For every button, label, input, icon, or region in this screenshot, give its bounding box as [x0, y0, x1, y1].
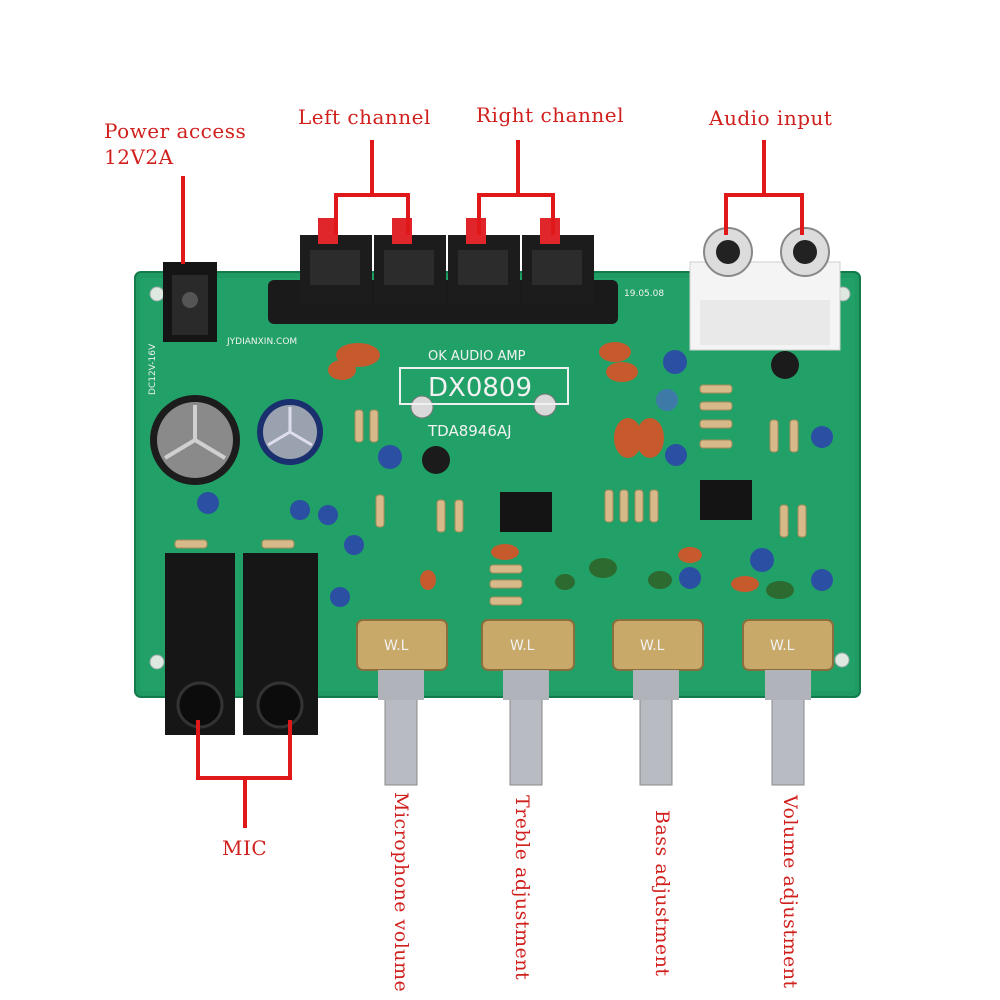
power-rating-label: 12V2A: [104, 145, 174, 169]
pot-marking: W.L: [640, 638, 665, 654]
pot-marking: W.L: [384, 638, 409, 654]
screw: [410, 395, 434, 419]
right-channel-label: Right channel: [476, 103, 625, 127]
ceramic-capacitors: [328, 342, 759, 592]
left-channel-leg: [334, 193, 338, 235]
left-channel-stem: [370, 140, 374, 195]
power-jack: [163, 262, 217, 342]
audio-input-label: Audio input: [709, 106, 833, 130]
board-website: JYDIANXIN.COM: [226, 337, 297, 347]
speaker-terminal-block: [268, 218, 618, 324]
mic-volume-label: Microphone volume: [390, 792, 412, 993]
small-capacitors: [197, 350, 833, 607]
right-channel-leg: [551, 193, 555, 235]
mic-leg: [196, 720, 200, 778]
treble-adjustment-label: Treble adjustment: [511, 795, 533, 981]
resistors: [174, 384, 807, 606]
mic-stem: [243, 776, 247, 828]
volume-adjustment-label: Volume adjustment: [779, 795, 801, 989]
board-power-rating: DC12V-16V: [148, 343, 158, 395]
power-access-label: Power access: [104, 119, 247, 143]
right-channel-leg: [477, 193, 481, 235]
mic-leg: [288, 720, 292, 778]
board-subtitle: OK AUDIO AMP: [428, 349, 526, 364]
board-model: DX0809: [428, 373, 532, 403]
pot-marking: W.L: [510, 638, 535, 654]
mic-label: MIC: [222, 836, 268, 860]
filter-capacitors: [150, 395, 323, 485]
right-channel-stem: [516, 140, 520, 195]
rca-input-block: [689, 227, 841, 351]
audio-input-bar: [724, 193, 804, 197]
mic-jacks: [165, 553, 318, 735]
right-channel-bar: [477, 193, 555, 197]
audio-input-leg: [800, 193, 804, 235]
left-channel-bar: [334, 193, 410, 197]
board-chip: TDA8946AJ: [427, 422, 512, 440]
board-date: 19.05.08: [624, 289, 664, 299]
potentiometers: [356, 619, 834, 786]
audio-input-leg: [724, 193, 728, 235]
bass-adjustment-label: Bass adjustment: [651, 810, 673, 977]
ic-chips: [500, 480, 752, 532]
audio-input-stem: [762, 140, 766, 195]
pot-marking: W.L: [770, 638, 795, 654]
left-channel-label: Left channel: [298, 105, 431, 129]
power-pointer-line: [181, 176, 185, 264]
left-channel-leg: [406, 193, 410, 235]
